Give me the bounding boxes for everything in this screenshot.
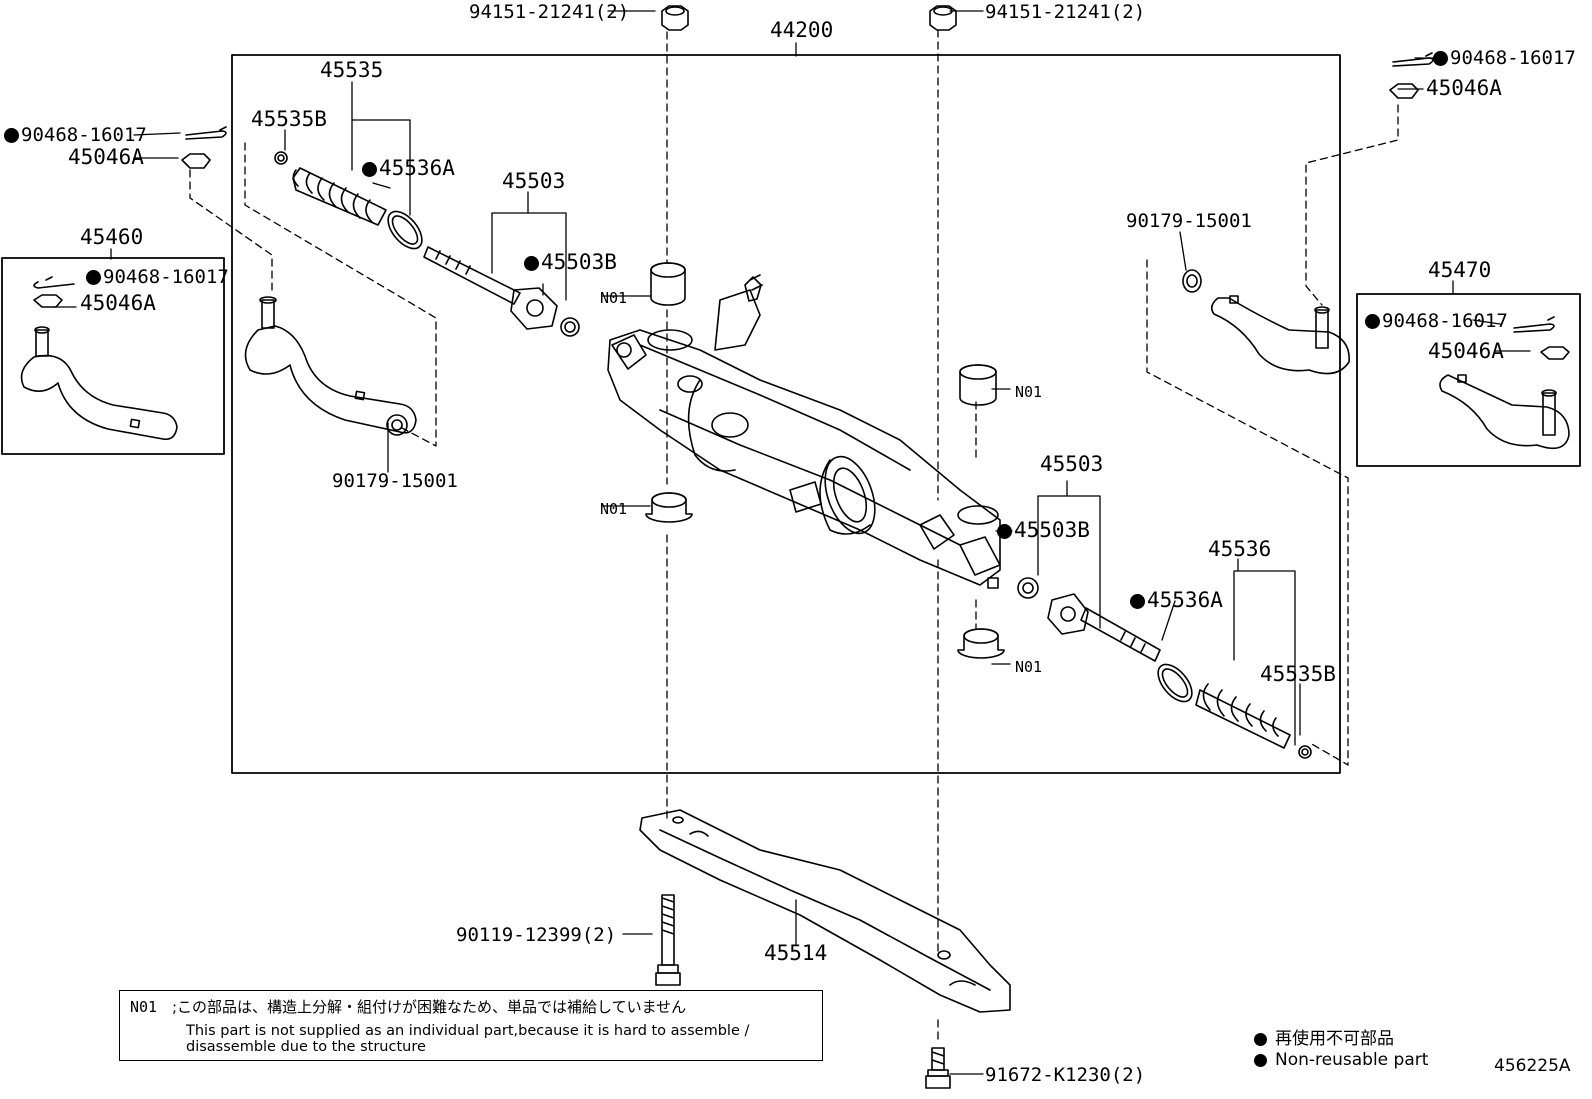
non-reusable-dot <box>524 256 539 271</box>
label-rod-right: 45503 <box>1040 452 1104 476</box>
label-n01-lower-left: N01 <box>600 500 628 518</box>
non-reusable-dot <box>1130 594 1145 609</box>
label-inset-pin-left: 90468-16017 <box>86 266 229 288</box>
label-boot-left: 45535 <box>320 58 384 82</box>
label-washer-left: 45503B <box>524 251 617 273</box>
label-n01-upper-left: N01 <box>600 289 628 307</box>
label-pin-left: 90468-16017 <box>4 124 147 146</box>
label-top-nut-right: 94151-21241(2) <box>985 1 1146 23</box>
label-bolt: 90119-12399(2) <box>456 924 617 946</box>
non-reusable-dot <box>997 524 1012 539</box>
label-assembly: 44200 <box>770 18 834 42</box>
boot-right <box>1157 663 1312 759</box>
label-pin-right: 90468-16017 <box>1433 47 1576 69</box>
non-reusable-dot <box>362 162 377 177</box>
inset-tie-rod-end-right <box>1439 316 1570 450</box>
note-english-line2: disassemble due to the structure <box>186 1039 426 1055</box>
note-japanese: ;この部品は、構造上分解・組付けが困難なため、単品では補給していません <box>172 998 687 1016</box>
inset-frame-right <box>1356 293 1581 467</box>
label-tie-end-right-group: 45470 <box>1428 258 1492 282</box>
label-bushing-right: 90179-15001 <box>1126 210 1252 232</box>
inset-tie-rod-end-left <box>20 276 178 441</box>
label-bottom-bolt: 91672-K1230(2) <box>985 1064 1146 1086</box>
label-bushing-left: 90179-15001 <box>332 470 458 492</box>
tie-rod-end-right <box>1182 269 1350 375</box>
figure-number: 456225A <box>1494 1056 1571 1076</box>
note-code: N01 <box>130 998 158 1016</box>
legend-dot <box>1254 1054 1267 1067</box>
label-nut-right: 45046A <box>1426 76 1502 100</box>
non-reusable-dot <box>86 270 101 285</box>
label-band-left: 45536A <box>362 157 455 179</box>
bolts <box>655 894 951 1089</box>
inner-rod-left <box>423 246 580 337</box>
crossmember <box>639 809 1011 1013</box>
label-rod-left: 45503 <box>502 169 566 193</box>
rack-housing <box>607 274 1001 589</box>
non-reusable-dot <box>1433 51 1448 66</box>
n01-note-box: N01 ;この部品は、構造上分解・組付けが困難なため、単品では補給していません … <box>119 990 823 1061</box>
n01-bushings <box>645 262 1005 659</box>
label-n01-lower-right: N01 <box>1015 658 1043 676</box>
legend-japanese: 再使用不可部品 <box>1254 1024 1394 1049</box>
label-top-nut-left: 94151-21241(2) <box>469 1 630 23</box>
assembly-frame <box>231 54 1341 774</box>
boot-left <box>274 151 423 250</box>
label-inset-nut-left: 45046A <box>80 291 156 315</box>
label-band-right: 45536A <box>1130 589 1223 611</box>
label-washer-right: 45503B <box>997 519 1090 541</box>
label-n01-upper-right: N01 <box>1015 383 1043 401</box>
label-inset-pin-right: 90468-16017 <box>1365 310 1508 332</box>
label-boot-right: 45536 <box>1208 537 1272 561</box>
non-reusable-dot <box>4 128 19 143</box>
label-nut-left: 45046A <box>68 145 144 169</box>
non-reusable-dot <box>1365 314 1380 329</box>
label-tie-end-left-group: 45460 <box>80 225 144 249</box>
leader-lines <box>53 10 1531 1075</box>
inner-rod-right <box>1017 577 1161 662</box>
label-crossmember: 45514 <box>764 941 828 965</box>
label-inset-nut-right: 45046A <box>1428 339 1504 363</box>
label-clamp-left: 45535B <box>251 107 327 131</box>
dashed-guides <box>189 29 1399 1041</box>
note-english-line1: This part is not supplied as an individu… <box>186 1023 750 1039</box>
label-clamp-right: 45535B <box>1260 662 1336 686</box>
pins-and-nuts <box>181 5 1434 169</box>
legend-english: Non-reusable part <box>1254 1050 1428 1070</box>
inset-frame-left <box>1 257 225 455</box>
legend-dot <box>1254 1033 1267 1046</box>
tie-rod-end-left <box>244 296 417 436</box>
